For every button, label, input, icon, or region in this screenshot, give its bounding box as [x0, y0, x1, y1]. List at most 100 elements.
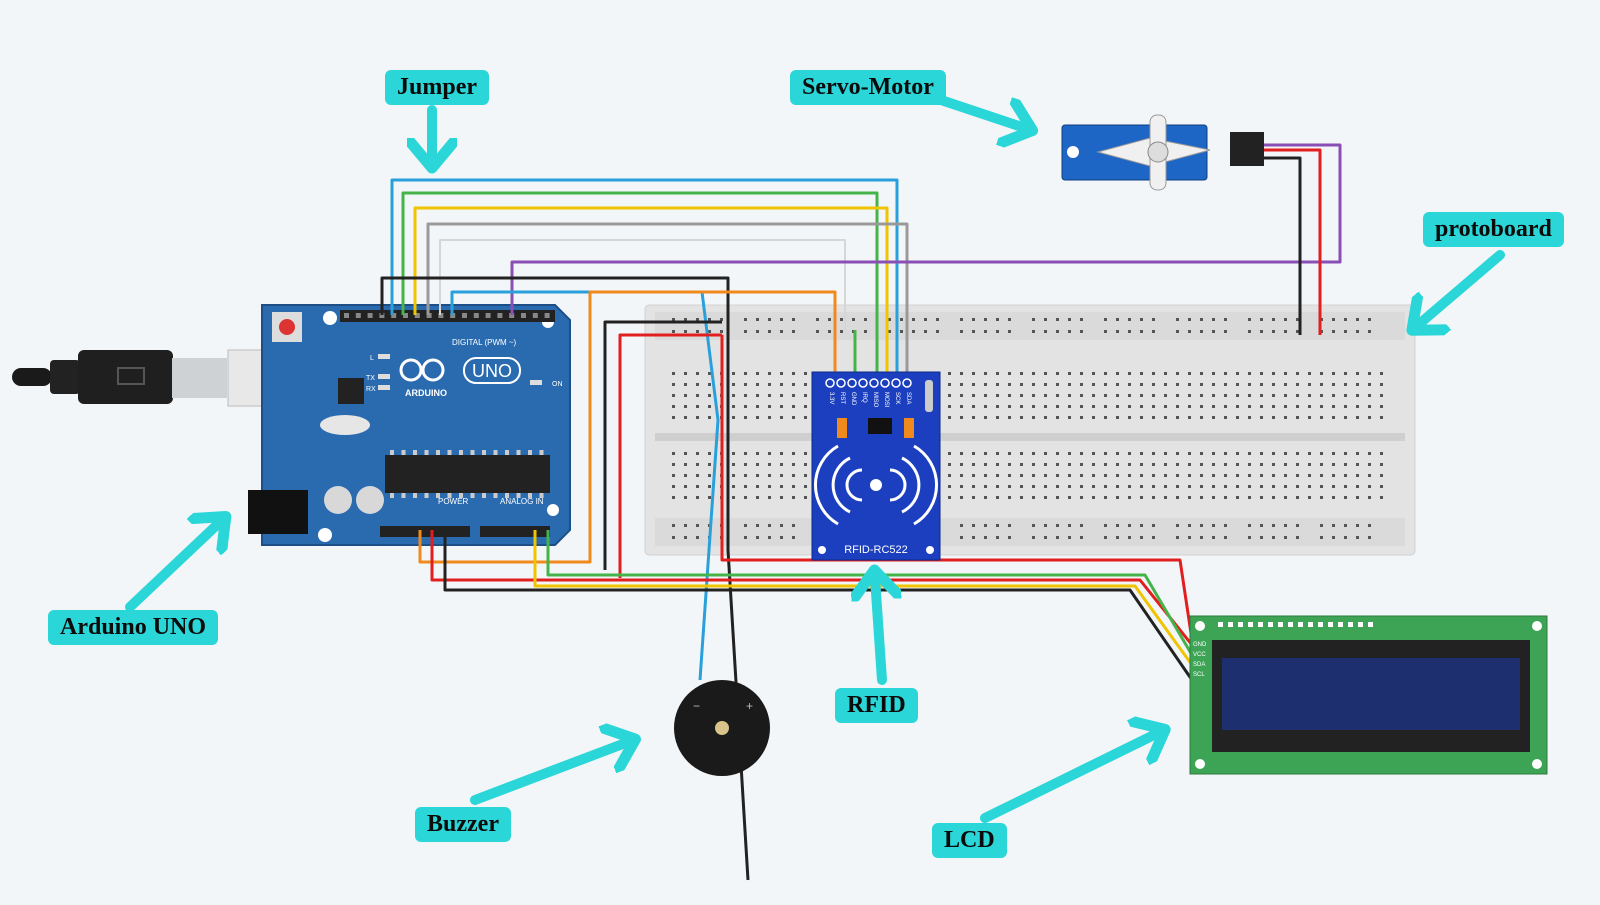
breadboard-hole [1080, 452, 1083, 455]
breadboard-hole [1356, 372, 1359, 375]
breadboard-hole [972, 463, 975, 466]
breadboard-hole [1272, 524, 1275, 527]
breadboard-hole [1128, 383, 1131, 386]
breadboard-hole [1140, 524, 1143, 527]
breadboard-hole [756, 474, 759, 477]
breadboard-hole [672, 452, 675, 455]
breadboard-hole [996, 496, 999, 499]
breadboard-hole [912, 330, 915, 333]
breadboard-hole [1284, 485, 1287, 488]
chip-pin [436, 493, 440, 498]
breadboard-hole [1020, 485, 1023, 488]
breadboard-hole [960, 452, 963, 455]
breadboard-hole [1092, 394, 1095, 397]
breadboard-hole [744, 474, 747, 477]
breadboard-hole [1104, 394, 1107, 397]
breadboard-hole [1008, 394, 1011, 397]
breadboard-hole [1020, 474, 1023, 477]
breadboard-hole [1284, 405, 1287, 408]
breadboard-hole [1152, 330, 1155, 333]
breadboard-hole [1152, 452, 1155, 455]
breadboard-hole [1140, 452, 1143, 455]
lcd-arrow [980, 733, 1158, 823]
breadboard-hole [744, 394, 747, 397]
breadboard-hole [948, 485, 951, 488]
breadboard-hole [1044, 485, 1047, 488]
breadboard-hole [1344, 474, 1347, 477]
header-pin [485, 313, 491, 318]
breadboard-hole [1092, 496, 1095, 499]
breadboard-hole [1200, 485, 1203, 488]
breadboard-hole [852, 318, 855, 321]
breadboard-hole [1116, 485, 1119, 488]
breadboard-hole [1128, 524, 1131, 527]
breadboard-hole [984, 474, 987, 477]
breadboard-hole [1068, 463, 1071, 466]
breadboard-hole [792, 452, 795, 455]
breadboard-hole [672, 485, 675, 488]
rx-text: RX [366, 386, 376, 393]
rfid-pin-pad [825, 378, 835, 388]
chip-pin [459, 450, 463, 455]
protoboard-arrow [1418, 250, 1505, 325]
breadboard-hole [1104, 452, 1107, 455]
breadboard-hole [1116, 452, 1119, 455]
breadboard-hole [756, 463, 759, 466]
rfid-pin-label: SDA [905, 392, 911, 404]
breadboard-hole [1008, 452, 1011, 455]
lcd-pin [1318, 622, 1323, 627]
header-pin [391, 313, 397, 318]
breadboard-hole [1140, 536, 1143, 539]
breadboard-hole [1104, 474, 1107, 477]
breadboard-hole [672, 536, 675, 539]
breadboard-hole [1344, 485, 1347, 488]
breadboard-hole [768, 405, 771, 408]
breadboard-hole [1152, 485, 1155, 488]
breadboard-hole [1152, 372, 1155, 375]
breadboard-hole [1344, 318, 1347, 321]
breadboard-hole [1284, 452, 1287, 455]
breadboard-hole [1152, 383, 1155, 386]
breadboard-hole [1164, 463, 1167, 466]
breadboard-hole [672, 372, 675, 375]
breadboard-hole [1284, 416, 1287, 419]
breadboard-hole [1080, 318, 1083, 321]
breadboard-hole [1068, 416, 1071, 419]
breadboard-hole [1236, 474, 1239, 477]
rfid-pin-pad [869, 378, 879, 388]
breadboard-hole [684, 474, 687, 477]
rfid-pin-label: MISO [872, 392, 878, 408]
breadboard-hole [672, 524, 675, 527]
rfid-model-text: RFID-RC522 [844, 544, 908, 556]
breadboard-hole [708, 416, 711, 419]
breadboard-hole [1296, 383, 1299, 386]
breadboard-hole [1116, 496, 1119, 499]
breadboard-hole [1020, 416, 1023, 419]
breadboard-hole [1248, 524, 1251, 527]
breadboard-hole [1200, 318, 1203, 321]
breadboard-hole [1308, 383, 1311, 386]
breadboard-hole [1320, 383, 1323, 386]
breadboard-hole [1128, 318, 1131, 321]
breadboard-hole [1308, 485, 1311, 488]
lcd-pin [1298, 622, 1303, 627]
breadboard-hole [972, 394, 975, 397]
chip-pin [516, 450, 521, 455]
breadboard-hole [744, 318, 747, 321]
breadboard-hole [996, 372, 999, 375]
breadboard-hole [840, 318, 843, 321]
breadboard-hole [768, 452, 771, 455]
chip-pin [436, 450, 440, 455]
breadboard-hole [1284, 524, 1287, 527]
breadboard-hole [1248, 372, 1251, 375]
breadboard-hole [996, 383, 999, 386]
breadboard-hole [960, 318, 963, 321]
breadboard-hole [1056, 536, 1059, 539]
chip-pin [482, 493, 486, 498]
chip-pin [390, 450, 394, 455]
breadboard-hole [1188, 474, 1191, 477]
breadboard-hole [732, 463, 735, 466]
breadboard-hole [816, 318, 819, 321]
breadboard-hole [672, 416, 675, 419]
